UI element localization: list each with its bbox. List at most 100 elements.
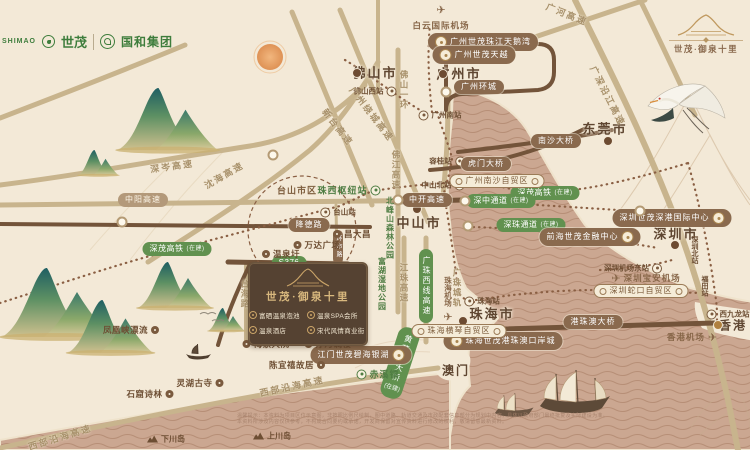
island-xiachuan: 下川岛 — [147, 434, 185, 445]
project-logo-divider — [669, 40, 743, 41]
bridge-humen-text: 虎门大桥 — [468, 159, 504, 168]
island-xiachuan-text: 下川岛 — [161, 434, 185, 444]
road-zhongkai-expwy-text: 中开高速 — [409, 195, 445, 204]
junk-ship-small-icon — [495, 393, 534, 417]
project-shenzhen-shengang-intl-center-text: 深圳世茂深港国际中心 — [619, 213, 710, 222]
feature-spa-club: 温泉SPA会所 — [307, 310, 367, 320]
poi-changdachang: 昌大昌 — [332, 228, 372, 240]
project-jiangmen-bihai-yinhu: 江门世茂碧海银湖 — [310, 346, 412, 364]
road-west-coastal-expwy-2-text: 西部沿海高速 — [27, 423, 94, 450]
road-huanshi-road: 环市路 — [333, 230, 343, 264]
station-ronggui-text: 容桂站 — [429, 156, 452, 166]
project-logo: 世茂·御泉十里 — [664, 14, 748, 55]
poi-icon — [151, 326, 160, 334]
interchange-2 — [116, 216, 128, 228]
station-icon — [464, 296, 475, 306]
poi-phoenix-gorge-rafting-text: 凤凰峡漂流 — [102, 325, 149, 335]
map-disclaimer: 温馨提示：本资料为项目区位示意图，非按照比例尺绘制，图中道路、轨道交通及市政配套… — [237, 413, 669, 425]
compass-icon — [392, 349, 405, 361]
city-zhongshan: 中山市 — [396, 213, 441, 232]
station-foshan-west-text: 佛山西站 — [353, 86, 384, 96]
poi-chenyixi-residence: 陈宜禧故居 — [268, 359, 326, 371]
poi-beifengshan-forest-park-text: 北峰山森林公园 — [385, 196, 395, 260]
airport-shenzhen-baoan: 深圳宝安机场 — [611, 269, 680, 287]
project-qianhai-financial-center: 前海世茂金融中心 — [539, 228, 641, 246]
road-shenhai-expwy-text: 沈海高速 — [202, 160, 246, 191]
interchange-5 — [634, 205, 646, 217]
poi-wanda-plaza-text: 万达广场 — [304, 240, 341, 250]
city-foshan-text: 佛山市 — [352, 65, 398, 81]
airport-baiyun: 白云国际机场 — [412, 1, 469, 32]
station-futian: 福田站 — [699, 276, 709, 297]
airport-hongkong: 香港机场 — [667, 328, 717, 346]
city-shenzhen: 深圳市 — [653, 224, 698, 243]
poi-linghu-temple: 灵湖古寺 — [176, 377, 224, 389]
project-card-title: 世茂·御泉十里 — [265, 292, 350, 303]
junk-ship-large-icon — [540, 369, 610, 414]
station-shenzhen-north-text: 深圳北站 — [691, 236, 698, 264]
bridge-nansha-text: 南沙大桥 — [538, 136, 574, 145]
guohe-logo-name: 国和集团 — [121, 35, 174, 49]
compass-icon — [621, 231, 634, 243]
station-green-icon — [356, 369, 367, 379]
brand-bar: SHIMAO 世茂 国和集团 — [2, 32, 173, 51]
bridge-nansha: 南沙大桥 — [531, 134, 581, 148]
city-shenzhen-text: 深圳市 — [653, 226, 699, 242]
airport-baiyun-text: 白云国际机场 — [412, 20, 470, 31]
airport-zhuhai-text: 珠海机场 — [443, 276, 453, 307]
project-jiangmen-bihai-yinhu-text: 江门世茂碧海银湖 — [317, 350, 390, 359]
poi-chenyixi-residence-text: 陈宜禧故居 — [268, 360, 315, 370]
road-zhongyang-expwy: 中阳高速 — [118, 193, 168, 207]
plane-icon — [708, 328, 717, 346]
poi-fuhu-wetland-park: 富湖湿地公园 — [377, 257, 388, 311]
road-xintai-expwy-text: 新台高速 — [320, 106, 356, 148]
poi-shiku-poetry-forest: 石窟诗林 — [126, 388, 174, 400]
poi-wenquanxu-text: 温泉圩 — [272, 249, 301, 259]
station-shenzhen-airport-east-text: 深圳机场东站 — [604, 263, 649, 273]
rail-shenmao-hsr-east-text: 深茂高铁 — [517, 188, 552, 197]
feature-song-street: 宋代风情商业街 — [307, 325, 367, 335]
station-shenzhen-airport-east: 深圳机场东站 — [604, 263, 662, 274]
bridge-hzmb-text: 港珠澳大桥 — [570, 317, 616, 326]
feature-bullet-icon — [307, 326, 315, 334]
label-taishan-urban-text: 台山市区 — [276, 185, 318, 196]
link-shenzhong-corridor-sub: (在建) — [510, 198, 529, 204]
station-shenzhen-north: 深圳北站 — [689, 236, 699, 264]
road-zhongyang-expwy-text: 中阳高速 — [125, 195, 161, 204]
road-fojiang-expwy-text: 佛江高速 — [391, 150, 401, 190]
poi-phoenix-gorge-rafting: 凤凰峡漂流 — [102, 324, 160, 336]
link-shenzhong-corridor: 深中通道(在建) — [466, 194, 536, 208]
island-icon — [253, 432, 264, 440]
airport-hongkong-text: 香港机场 — [666, 332, 705, 342]
interchange-3 — [392, 194, 404, 206]
road-xintai-expwy: 新台高速 — [319, 106, 356, 149]
station-guangzhou-south-text: 广州南站 — [431, 110, 462, 120]
city-dongguan-dot — [603, 136, 613, 146]
road-jiangzhu-expwy: 江珠高速 — [398, 263, 410, 303]
interchange-1 — [267, 149, 279, 161]
small-birds-icon — [199, 312, 225, 322]
compass-icon — [712, 212, 725, 224]
interchange-4 — [459, 195, 471, 207]
city-macau-text: 澳门 — [441, 363, 471, 378]
poi-shiku-poetry-forest-text: 石窟诗林 — [126, 389, 163, 399]
road-guanghe-expwy: 广河高速 — [544, 0, 590, 28]
station-icon — [320, 207, 331, 217]
station-zhongshan-north-text: 中山北站 — [421, 180, 452, 190]
project-guangzhou-tianyue: 广州世茂天越 — [432, 46, 516, 64]
station-futian-text: 福田站 — [701, 275, 708, 297]
city-zhuhai-text: 珠海市 — [469, 306, 515, 322]
project-zhuhai-port-city-text: 珠海世茂港珠澳口岸城 — [465, 336, 556, 345]
feature-bullet-icon — [307, 311, 315, 319]
rail-shenmao-hsr-west: 深茂高铁(在建) — [142, 242, 212, 256]
road-guangzhou-ring-city-text: 广州环城 — [461, 82, 497, 91]
interchange-6 — [462, 220, 474, 232]
plane-icon — [443, 308, 452, 326]
station-icon — [652, 263, 662, 273]
poi-icon — [215, 379, 224, 387]
sun-illustration — [253, 40, 287, 74]
poi-changdachang-text: 昌大昌 — [343, 229, 372, 239]
station-zhuxi-hub: 珠西枢纽站 — [317, 184, 381, 197]
rail-guangzhu-intercity-text: 广珠城轨 — [452, 268, 462, 308]
project-card-features: 富硒温泉泡池 温泉SPA会所 温泉酒店 宋代风情商业街 — [249, 310, 367, 335]
